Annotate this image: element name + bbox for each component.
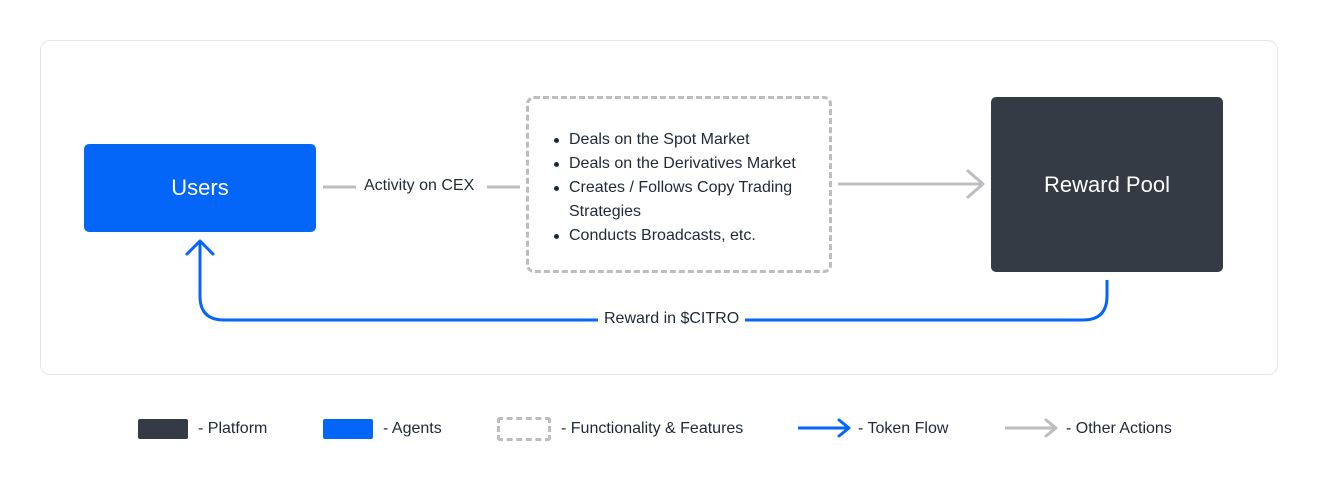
- legend-platform: - Platform: [138, 412, 267, 446]
- activity-label: Activity on CEX: [358, 177, 481, 195]
- users-node: Users: [84, 144, 316, 232]
- legend-agents: - Agents: [323, 412, 442, 446]
- legend-other-actions-label: - Other Actions: [1066, 420, 1172, 437]
- legend-other-actions-arrow: [1005, 418, 1058, 438]
- legend-token-flow-arrow: [798, 418, 851, 438]
- reward-label: Reward in $CITRO: [598, 310, 746, 328]
- other-action-arrow: [838, 169, 985, 199]
- reward-pool-node: Reward Pool: [991, 97, 1223, 272]
- legend-features-label: - Functionality & Features: [561, 420, 744, 437]
- features-box: Deals on the Spot Market Deals on the De…: [526, 96, 832, 273]
- feature-item: Creates / Follows Copy Trading Strategie…: [551, 176, 821, 224]
- legend-token-flow: - Token Flow: [848, 412, 948, 446]
- feature-item: Conducts Broadcasts, etc.: [551, 224, 821, 248]
- reward-pool-label: Reward Pool: [1044, 171, 1170, 197]
- legend-platform-label: - Platform: [198, 420, 268, 437]
- feature-item: Deals on the Derivatives Market: [551, 152, 821, 176]
- agents-swatch: [323, 419, 373, 439]
- feature-item: Deals on the Spot Market: [551, 128, 821, 152]
- legend-features: - Functionality & Features: [497, 412, 743, 446]
- legend: - Platform - Agents - Functionality & Fe…: [0, 412, 1319, 446]
- legend-other-actions: - Other Actions: [1056, 412, 1172, 446]
- features-list: Deals on the Spot Market Deals on the De…: [551, 128, 821, 248]
- features-swatch: [497, 417, 551, 441]
- legend-agents-label: - Agents: [383, 420, 442, 437]
- users-label: Users: [171, 175, 229, 200]
- legend-token-flow-label: - Token Flow: [858, 420, 949, 437]
- platform-swatch: [138, 419, 188, 439]
